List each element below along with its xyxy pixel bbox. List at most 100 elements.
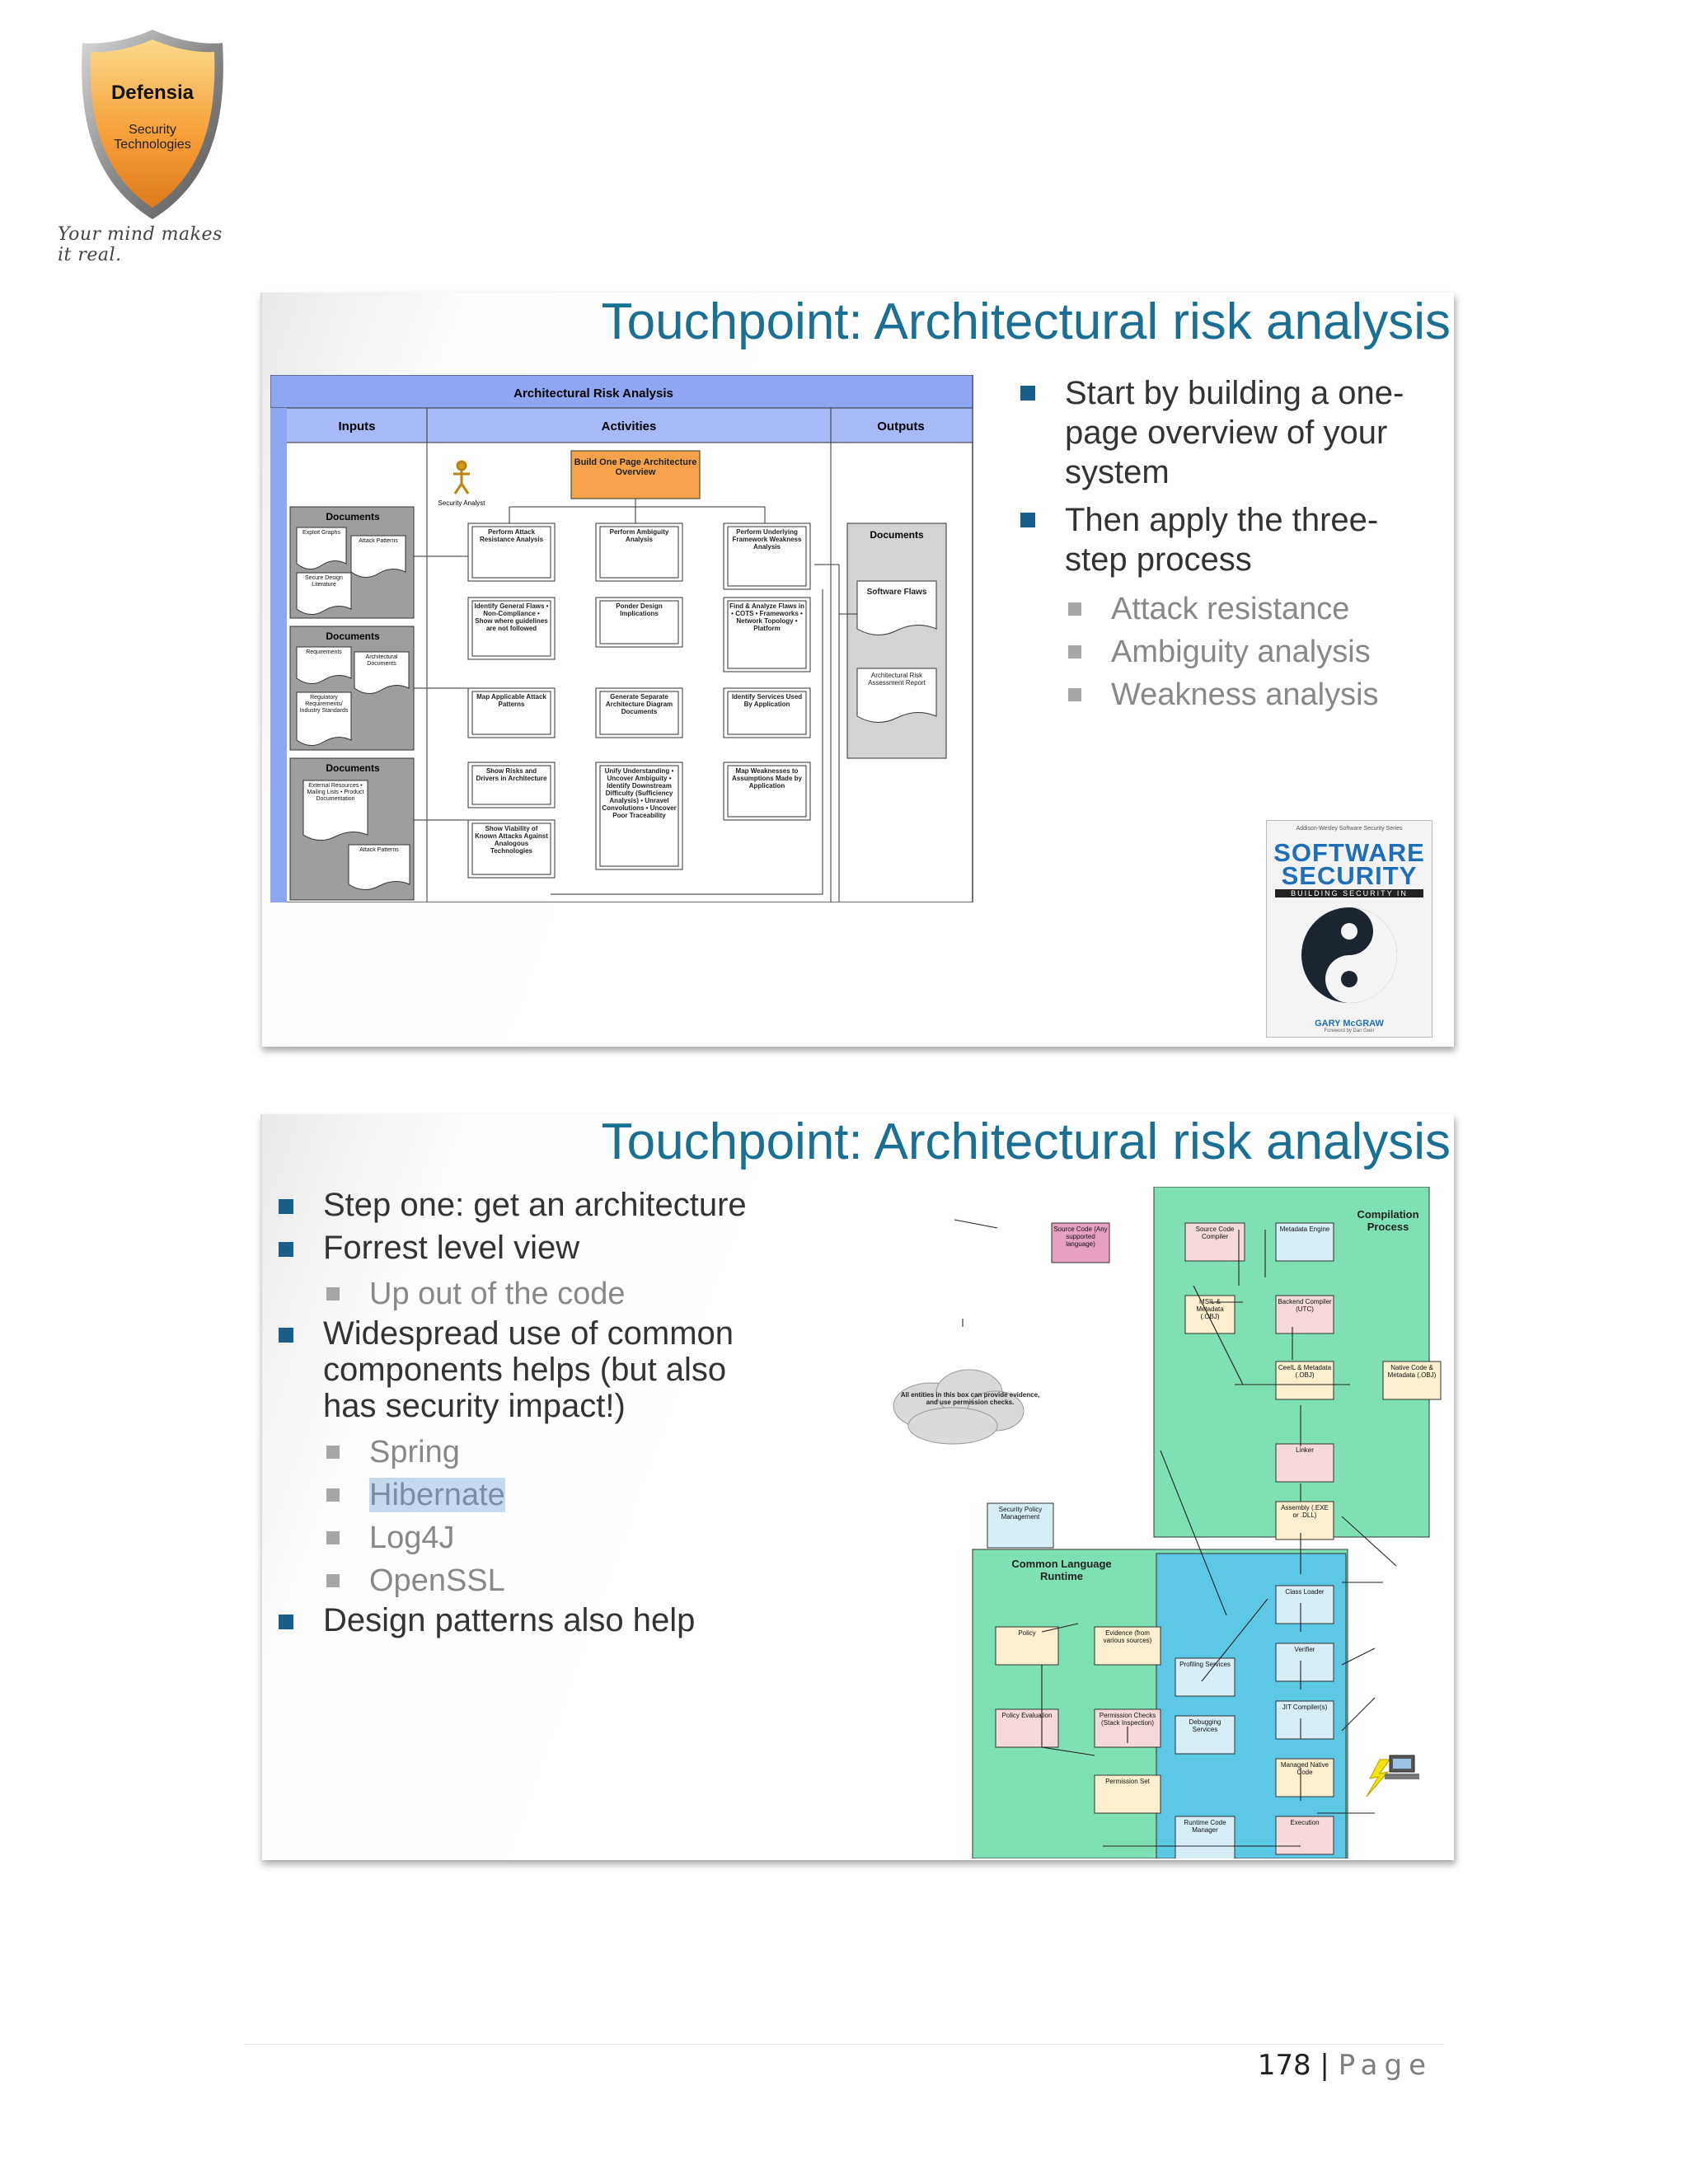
defensia-logo: Defensia Security Technologies [82,30,223,219]
activity-text: Ponder Design Implications [616,602,663,617]
node-evidence [1094,1626,1161,1666]
node-label: Class Loader [1285,1588,1325,1596]
input-document-icon [302,780,368,841]
node-metadata-engine [1275,1222,1334,1262]
activity-text: Generate Separate Architecture Diagram D… [605,693,673,715]
activity-text: Identify General Flaws • Non-Compliance … [474,602,549,632]
node-label: Evidence (from various sources) [1103,1629,1152,1644]
activity-box-inner [599,765,679,867]
page-label: Page [1338,2049,1432,2082]
node-label: Native Code & Metadata (.OBJ) [1387,1364,1437,1379]
bullet-item: Design patterns also help [277,1602,788,1638]
docs-label-2: Documents [326,630,380,642]
node-perm-set [1094,1774,1161,1814]
input-document-text: Regulatory Requirements/ Industry Standa… [299,695,349,714]
bullet-item: Forrest level view [277,1230,788,1266]
input-document-icon [296,646,352,684]
input-document-icon [296,527,347,569]
sub-bullet-text: OpenSSL [369,1563,505,1598]
logo-tagline: Your mind makes it real. [58,224,223,265]
output-risk-report: Architectural Risk Assessment Report [868,672,926,687]
node-assembly [1275,1501,1334,1540]
activity-text: Unify Understanding • Uncover Ambiguity … [602,767,677,819]
sub-bullet-text: Up out of the code [369,1277,626,1311]
col-inputs: Inputs [339,419,376,434]
activity-text: Map Applicable Attack Patterns [476,693,546,708]
sub-bullet-text: Ambiguity analysis [1111,635,1371,669]
bullet-item: Then apply the three-step process [1019,500,1431,579]
activity-text: Perform Underlying Framework Weakness An… [732,528,802,551]
slide-step-one-architecture: Touchpoint: Architectural risk analysis … [260,1113,1454,1860]
book-subtitle: BUILDING SECURITY IN [1275,889,1423,898]
input-document-text: External Resources • Mailing Lists • Pro… [307,783,364,802]
node-label: Permission Set [1105,1778,1150,1785]
start-box: Build One Page Architecture Overview [574,457,697,477]
activity-box-inner [471,691,551,735]
node-label: Metadata Engine [1279,1226,1330,1233]
docs-label-out: Documents [870,529,924,541]
activity-box-inner [599,600,679,644]
software-security-book-cover: Addison-Wesley Software Security Series … [1266,820,1432,1038]
docs-label-3: Documents [326,762,380,774]
node-source-compiler [1184,1222,1245,1262]
dotnet-clr-security-diagram: Compilation Process Common Language Runt… [893,1187,1442,1858]
sub-bullet-item: Attack resistance [1019,588,1431,630]
node-label: Source Code Compiler [1195,1226,1235,1240]
security-analyst-icon [453,460,470,494]
node-label: Runtime Code Manager [1184,1819,1226,1834]
book-title-1: SOFTWARE [1273,838,1425,867]
activity-box-inner [599,526,679,579]
output-software-flaws: Software Flaws [866,588,927,597]
input-document-text: Attack Patterns [359,847,399,853]
activity-box-inner [599,691,679,735]
book-author: GARY McGRAW [1315,1019,1384,1029]
activity-box-inner [471,765,551,805]
node-managed-native [1275,1758,1334,1797]
activity-text: Map Weaknesses to Assumptions Made by Ap… [732,767,802,790]
cloud-icon [893,1369,1025,1445]
node-jit [1275,1700,1334,1740]
node-debugging [1175,1715,1236,1755]
sub-bullet-text: Weakness analysis [1111,677,1379,712]
activity-box-inner [471,600,551,657]
node-security-policy [987,1502,1054,1549]
node-backend [1275,1295,1334,1334]
node-label: Policy [1018,1629,1036,1637]
input-document-icon [350,535,406,578]
activity-text: Show Viability of Known Attacks Against … [475,825,548,855]
bullet-item: Step one: get an architecture [277,1187,788,1223]
node-label: CeeIL & Metadata (.OBJ) [1278,1364,1332,1379]
node-label: Profiling Services [1179,1661,1231,1668]
activity-box-inner [727,691,807,735]
node-source-code [1051,1222,1110,1263]
activity-text: Find & Analyze Flaws in • COTS • Framewo… [729,602,804,632]
slide-title: Touchpoint: Architectural risk analysis [601,293,1451,350]
node-class-loader [1275,1585,1334,1624]
compilation-label: Compilation Process [1357,1208,1419,1233]
node-policy-eval [995,1708,1059,1748]
node-label: JIT Compiler(s) [1282,1704,1328,1711]
activity-box-inner [471,823,551,875]
logo-sub2: Technologies [114,138,190,152]
node-label: Assembly (.EXE or .DLL) [1281,1504,1329,1519]
input-document-text: Requirements [306,649,342,655]
activity-box-inner [727,526,807,587]
slide-architectural-risk-analysis-overview: Touchpoint: Architectural risk analysis … [260,293,1454,1047]
node-label: Security Policy Management [998,1506,1043,1521]
page-number: 178 [1257,2049,1311,2082]
node-label: Source Code (Any supported language) [1053,1226,1108,1248]
activity-box-inner [727,600,807,669]
input-document-text: Attack Patterns [359,538,398,544]
node-policy [995,1626,1059,1666]
sub-bullet-text: Spring [369,1435,460,1469]
node-label: Backend Compiler (UTC) [1278,1298,1332,1313]
input-document-text: Architectural Documents [365,654,398,667]
node-cee [1275,1361,1334,1400]
cloud-note: All entities in this box can provide evi… [900,1391,1040,1406]
node-label: MSIL & Metadata (.OBJ) [1196,1298,1224,1320]
activity-text: Show Risks and Drivers in Architecture [476,767,547,782]
footer-rule [244,2044,1444,2045]
bullet-item: Start by building a one-page overview of… [1019,373,1431,492]
input-document-icon [348,844,410,890]
